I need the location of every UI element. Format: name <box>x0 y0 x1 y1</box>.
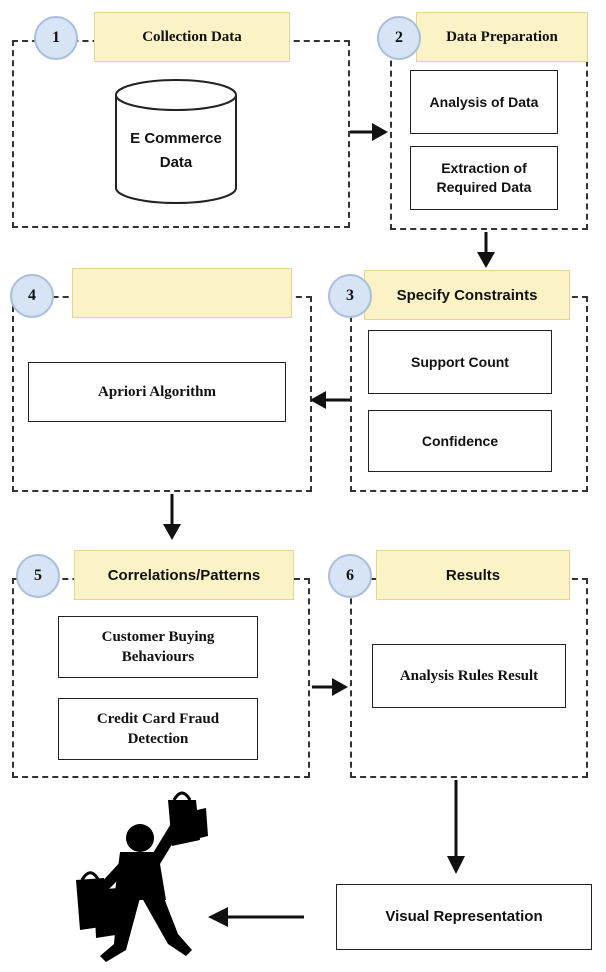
step6-number: 6 <box>328 554 372 598</box>
step4-number: 4 <box>10 274 54 318</box>
fraud-detection-line1: Credit Card Fraud <box>96 710 220 727</box>
customer-buying-line2: Behaviours <box>121 649 195 665</box>
extraction-line2: Required Data <box>436 179 532 195</box>
step1-title: Collection Data <box>94 12 290 62</box>
arrowhead-visual-to-figure <box>208 907 228 927</box>
arrowhead-1-to-2 <box>372 123 388 141</box>
arrowhead-5-to-6 <box>332 678 348 696</box>
support-count-box: Support Count <box>368 330 552 394</box>
fraud-detection-line2: Detection <box>127 731 189 747</box>
analysis-rules-result-box: Analysis Rules Result <box>372 644 566 708</box>
extraction-line1: Extraction of <box>441 160 527 177</box>
customer-buying-line1: Customer Buying <box>101 628 215 645</box>
extraction-box: Extraction of Required Data <box>410 146 558 210</box>
step1-number: 1 <box>34 16 78 60</box>
arrowhead-3-to-4 <box>310 391 326 409</box>
arrowhead-2-to-3 <box>477 252 495 268</box>
step2-title: Data Preparation <box>416 12 588 62</box>
step5-title: Correlations/Patterns <box>74 550 294 600</box>
fraud-detection-box: Credit Card Fraud Detection <box>58 698 258 760</box>
customer-buying-box: Customer Buying Behaviours <box>58 616 258 678</box>
confidence-box: Confidence <box>368 410 552 472</box>
step4-title <box>72 268 292 318</box>
analysis-of-data-box: Analysis of Data <box>410 70 558 134</box>
arrowhead-6-to-visual <box>447 856 465 874</box>
step6-title: Results <box>376 550 570 600</box>
apriori-algorithm-box: Apriori Algorithm <box>28 362 286 422</box>
database-label-line1: E Commerce <box>130 130 222 147</box>
step3-number: 3 <box>328 274 372 318</box>
visual-representation-box: Visual Representation <box>336 884 592 950</box>
step5-number: 5 <box>16 554 60 598</box>
arrowhead-4-to-5 <box>163 524 181 540</box>
database-label-line2: Data <box>159 154 193 171</box>
step2-number: 2 <box>377 16 421 60</box>
database-label: E Commerce Data <box>116 127 236 175</box>
step3-title: Specify Constraints <box>364 270 570 320</box>
